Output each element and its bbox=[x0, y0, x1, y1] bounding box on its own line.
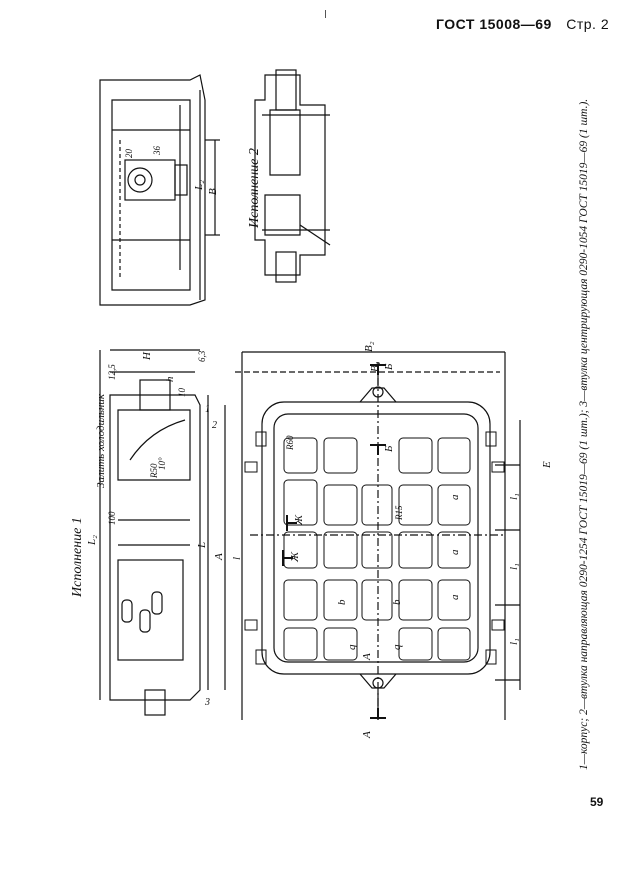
label-a-1: a bbox=[449, 494, 461, 500]
label-36: 36 bbox=[152, 146, 162, 157]
label-l1-c: l₁ bbox=[508, 638, 520, 645]
label-q-2: q bbox=[391, 644, 403, 650]
section-b-inner: Б bbox=[383, 445, 395, 453]
label-a-2: a bbox=[449, 549, 461, 555]
label-l: l bbox=[231, 557, 243, 560]
plan-view bbox=[235, 351, 521, 720]
label-6-3: 6,3 bbox=[197, 350, 207, 362]
label-h: h bbox=[164, 376, 176, 382]
page-number: 59 bbox=[590, 795, 604, 809]
page-header: ГОСТ 15008—69 Стр. 2 bbox=[436, 16, 609, 32]
label-r15: R15 bbox=[394, 505, 404, 521]
variant2-side-view bbox=[99, 74, 220, 306]
label-H: H bbox=[141, 351, 153, 361]
label-A: A bbox=[213, 553, 225, 561]
label-B1: B₁ bbox=[369, 361, 381, 372]
item-3: 3 bbox=[204, 697, 210, 708]
label-L: L bbox=[196, 542, 208, 549]
section-zh-2: Ж bbox=[289, 551, 301, 563]
item-2: 2 bbox=[212, 420, 217, 431]
section-marks bbox=[282, 364, 386, 719]
label-20: 20 bbox=[124, 149, 134, 159]
label-100: 100 bbox=[107, 511, 117, 525]
label-l1-b: l₁ bbox=[508, 563, 520, 570]
label-L2: L₂ bbox=[86, 535, 98, 546]
variant2-section-view bbox=[254, 69, 331, 283]
standard-number: ГОСТ 15008—69 bbox=[436, 16, 552, 32]
top-tick bbox=[325, 10, 326, 18]
plan-pockets bbox=[283, 437, 471, 661]
label-q-1: q bbox=[346, 644, 358, 650]
legend-caption: 1—корпус; 2—втулка направляющая 0290-125… bbox=[578, 98, 590, 770]
label-b-1: b bbox=[336, 599, 348, 605]
section-a-inner: А bbox=[361, 653, 373, 661]
label-10deg: 10° bbox=[157, 457, 167, 470]
page-label: Стр. 2 bbox=[566, 16, 610, 32]
label-12-5: 12,5 bbox=[107, 364, 117, 380]
label-10: 10 bbox=[177, 388, 187, 398]
label-L2-v2: L₂ bbox=[193, 180, 205, 191]
section-zh-1: Ж bbox=[293, 514, 305, 526]
label-a-3: a bbox=[449, 594, 461, 600]
label-b-2: b bbox=[391, 599, 403, 605]
label-B: B bbox=[207, 188, 219, 195]
section-e: Е bbox=[541, 461, 553, 469]
label-l1-a: l₁ bbox=[508, 493, 520, 500]
variant1-section-view bbox=[99, 349, 226, 716]
plan-lugs bbox=[244, 431, 505, 665]
label-B2: B₂ bbox=[363, 341, 375, 352]
label-r50: R50 bbox=[149, 463, 159, 479]
section-b-top: Б bbox=[383, 363, 395, 371]
label-r60: R60 bbox=[285, 435, 295, 451]
section-a-bottom: А bbox=[361, 731, 373, 739]
item-1: 1 bbox=[205, 404, 210, 415]
